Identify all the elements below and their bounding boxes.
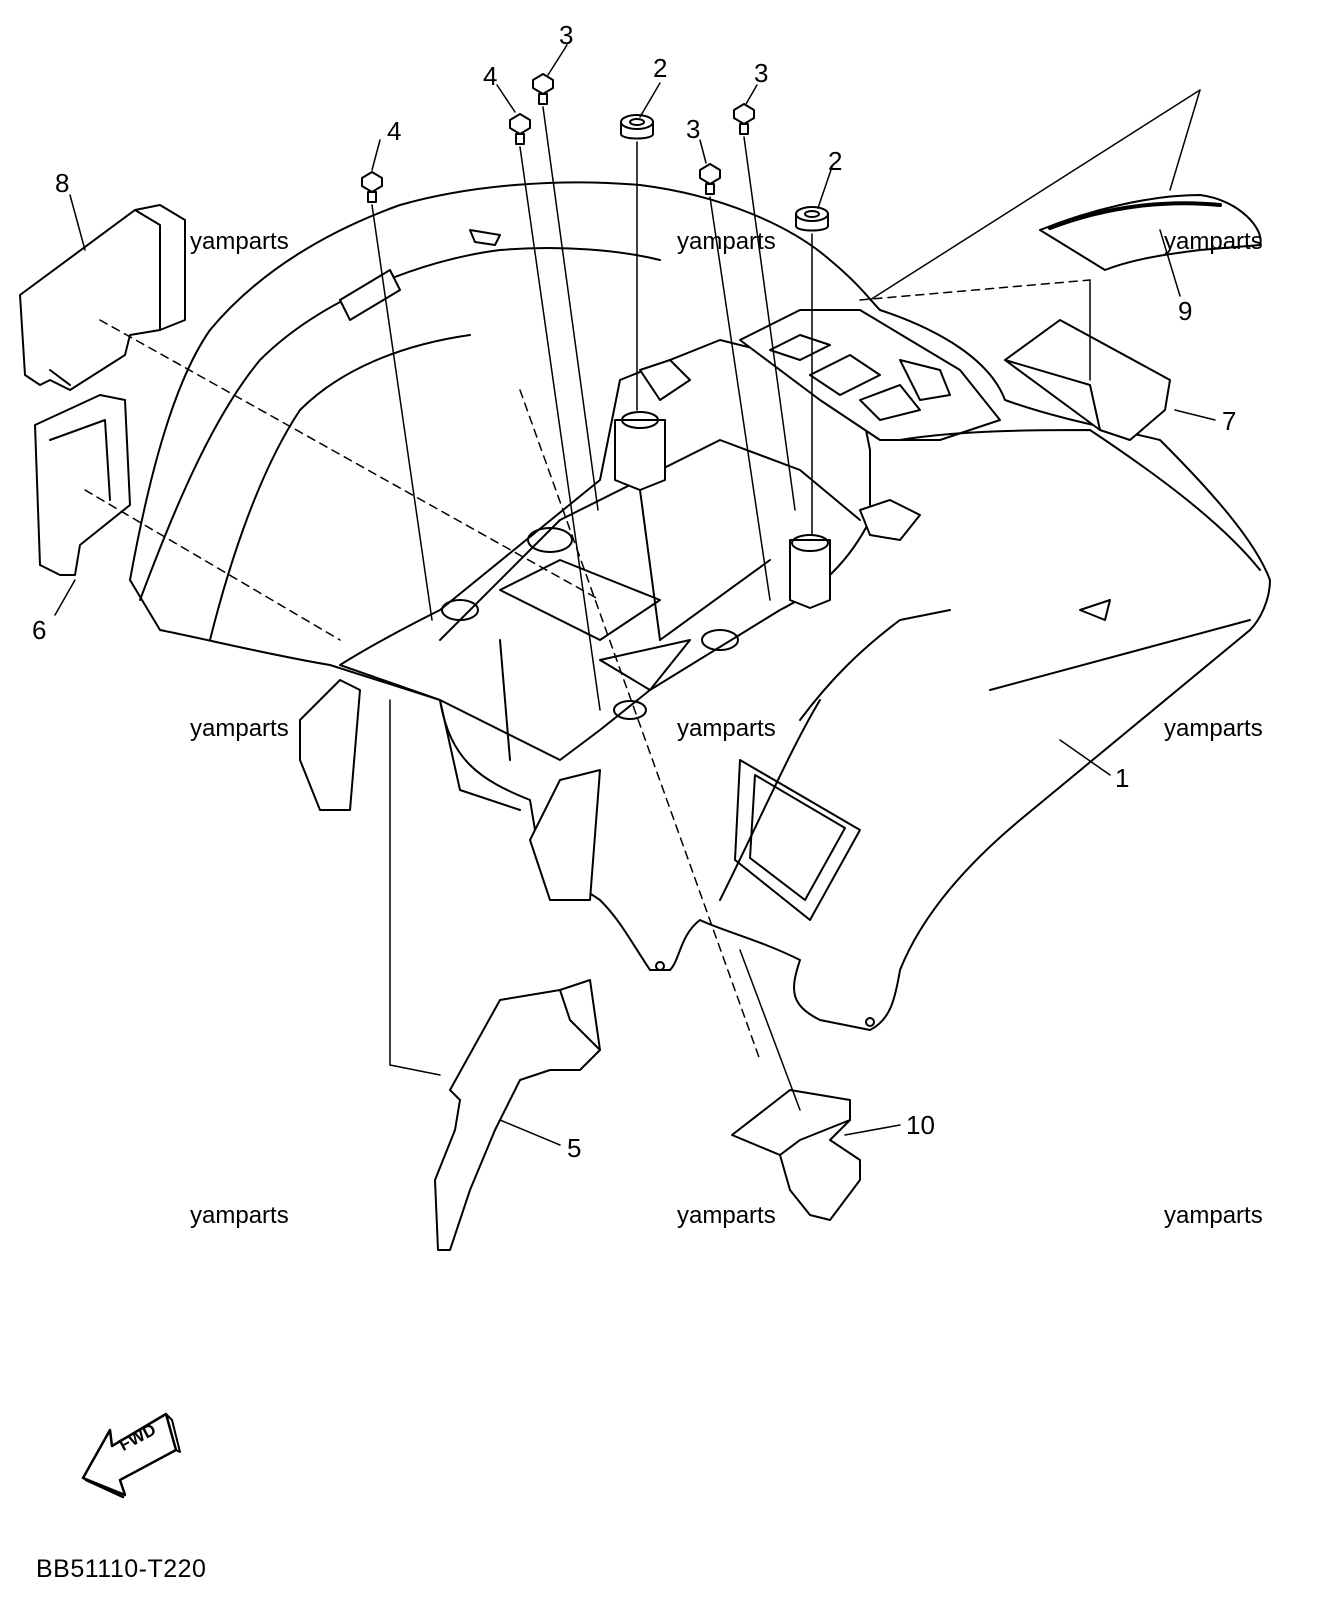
bolts <box>361 73 755 203</box>
callout-2: 2 <box>653 53 668 83</box>
grommets <box>620 114 829 232</box>
callout-leaders <box>54 44 1216 1146</box>
side-panel-part-6 <box>34 394 131 576</box>
callout-4: 4 <box>387 116 402 146</box>
leader-lines <box>371 89 1201 1111</box>
watermark: yamparts <box>190 228 289 255</box>
callout-2: 2 <box>828 146 843 176</box>
watermark: yamparts <box>1164 715 1263 742</box>
callout-3: 3 <box>686 114 701 144</box>
watermark: yamparts <box>190 1202 289 1229</box>
callout-3: 3 <box>559 20 574 50</box>
side-panel-part-7 <box>1004 319 1171 441</box>
watermark: yamparts <box>190 715 289 742</box>
callout-1: 1 <box>1115 763 1130 793</box>
callout-8: 8 <box>55 168 70 198</box>
watermark: yamparts <box>677 228 776 255</box>
mud-flap-part-10 <box>731 1089 861 1221</box>
watermark: yamparts <box>677 1202 776 1229</box>
callout-10: 10 <box>906 1110 935 1140</box>
callout-5: 5 <box>567 1133 582 1163</box>
side-panel-part-8 <box>19 204 186 391</box>
callout-7: 7 <box>1222 406 1237 436</box>
shield-part-9 <box>1039 194 1262 271</box>
callout-6: 6 <box>32 615 47 645</box>
callout-9: 9 <box>1178 296 1193 326</box>
callout-4: 4 <box>483 61 498 91</box>
watermark: yamparts <box>1164 1202 1263 1229</box>
watermark: yamparts <box>677 715 776 742</box>
mud-flap-part-5 <box>434 979 601 1251</box>
phantom-lines <box>84 279 1091 1061</box>
callout-3: 3 <box>754 58 769 88</box>
rear-fender-part-1 <box>129 181 1271 1031</box>
watermark: yamparts <box>1164 228 1263 255</box>
fwd-arrow-icon <box>81 1412 181 1499</box>
diagram-code: BB51110-T220 <box>36 1555 207 1583</box>
